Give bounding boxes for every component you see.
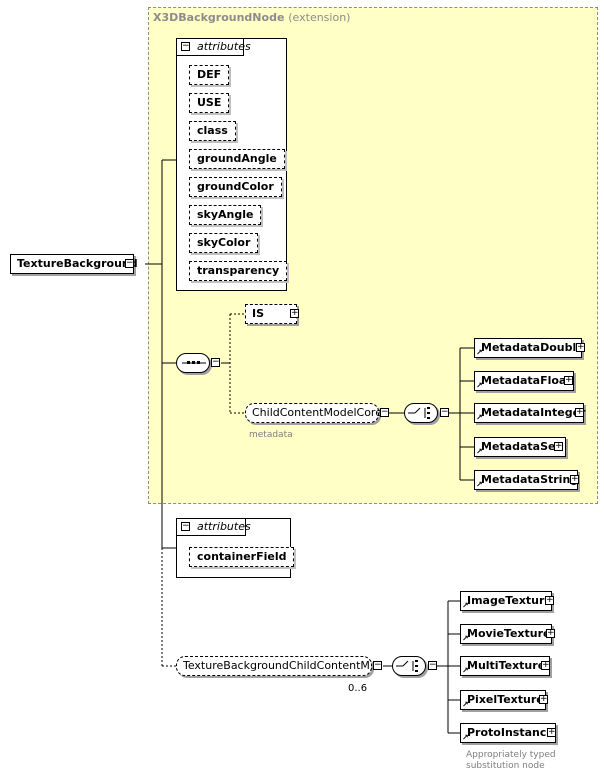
is-node-label: IS [252, 307, 265, 320]
collapse-icon[interactable]: − [211, 357, 220, 367]
choice-label: MovieTexture [467, 627, 551, 640]
attribute-skycolor[interactable]: skyColor [189, 233, 259, 253]
choice-metadatafloat[interactable]: ↗ MetadataFloat [474, 371, 574, 391]
choice-compositor-2[interactable] [392, 656, 426, 676]
root-node[interactable]: TextureBackground [10, 254, 138, 274]
choice-multitexture[interactable]: ↗ MultiTexture [460, 656, 550, 676]
texture-content-label: TextureBackgroundChildContentM... [183, 659, 381, 672]
reference-arrow-icon: ↗ [476, 413, 483, 422]
collapse-icon[interactable]: − [428, 660, 437, 670]
sequence-compositor[interactable] [176, 353, 210, 373]
attribute-transparency[interactable]: transparency [189, 261, 288, 281]
extension-subtitle: (extension) [288, 11, 351, 24]
reference-arrow-icon: ↗ [462, 601, 469, 610]
reference-arrow-icon: ↗ [476, 381, 483, 390]
attributes-header[interactable]: attributes [176, 38, 251, 56]
occurrence-label: 0..6 [348, 683, 368, 694]
choice-compositor-icon [396, 660, 418, 672]
texture-content-group[interactable]: TextureBackgroundChildContentM... [176, 656, 380, 676]
choice-label: MultiTexture [467, 659, 546, 672]
reference-arrow-icon: ↗ [462, 700, 469, 709]
choice-label: MetadataDouble [481, 341, 584, 354]
attribute-label: class [197, 124, 228, 137]
choice-metadatadouble[interactable]: ↗ MetadataDouble [474, 338, 584, 358]
attribute-groundcolor[interactable]: groundColor [189, 177, 282, 197]
extension-name: X3DBackgroundNode [153, 11, 285, 24]
reference-arrow-icon: ↗ [462, 634, 469, 643]
attribute-label: transparency [197, 264, 280, 277]
reference-arrow-icon: ↗ [476, 447, 483, 456]
attribute-groundangle[interactable]: groundAngle [189, 149, 285, 169]
child-content-note: metadata [249, 430, 293, 440]
expand-icon[interactable]: + [554, 441, 563, 451]
choice-label: MetadataString [481, 473, 579, 486]
collapse-icon[interactable]: − [181, 521, 190, 531]
attribute-class[interactable]: class [189, 121, 236, 141]
choice-label: MetadataFloat [481, 374, 572, 387]
choice-imagetexture[interactable]: ↗ ImageTexture [460, 591, 552, 611]
attribute-label: skyColor [197, 236, 251, 249]
choice-metadataset[interactable]: ↗ MetadataSet [474, 437, 566, 457]
choice-label: PixelTexture [467, 693, 544, 706]
reference-arrow-icon: ↗ [462, 666, 469, 675]
child-content-group[interactable]: ChildContentModelCore [245, 403, 382, 423]
attribute-label: groundColor [197, 180, 274, 193]
expand-icon[interactable]: + [541, 660, 550, 670]
expand-icon[interactable]: + [545, 595, 554, 605]
reference-arrow-icon: ↗ [476, 348, 483, 357]
choice-metadatastring[interactable]: ↗ MetadataString [474, 470, 578, 490]
choice-label: ImageTexture [467, 594, 552, 607]
attribute-label: USE [197, 96, 222, 109]
attribute-def[interactable]: DEF [189, 65, 230, 85]
attribute-label: DEF [197, 68, 222, 81]
choice-compositor-icon [408, 407, 430, 419]
choice-compositor[interactable] [404, 403, 438, 423]
attributes-header[interactable]: attributes [176, 518, 251, 536]
reference-arrow-icon: ↗ [476, 480, 483, 489]
choice-movietexture[interactable]: ↗ MovieTexture [460, 624, 552, 644]
sequence-compositor-icon [182, 361, 206, 364]
substitution-note: Appropriately typed substitution node [466, 750, 556, 771]
attribute-containerfield[interactable]: containerField [189, 547, 295, 567]
choice-pixeltexture[interactable]: ↗ PixelTexture [460, 690, 546, 710]
attribute-label: groundAngle [197, 152, 277, 165]
attribute-label: containerField [197, 550, 287, 563]
expand-icon[interactable]: + [564, 375, 573, 385]
choice-metadatainteger[interactable]: ↗ MetadataInteger [474, 403, 586, 423]
choice-label: ProtoInstance [467, 726, 554, 739]
attributes-header-label: attributes [197, 40, 251, 53]
collapse-icon[interactable]: − [125, 258, 134, 268]
attributes-header-label: attributes [197, 520, 251, 533]
attribute-skyangle[interactable]: skyAngle [189, 205, 262, 225]
expand-icon[interactable]: + [290, 308, 299, 318]
attribute-label: skyAngle [197, 208, 254, 221]
choice-protoinstance[interactable]: ↗ ProtoInstance [460, 723, 556, 743]
collapse-icon[interactable]: − [380, 407, 389, 417]
expand-icon[interactable]: + [575, 407, 584, 417]
attribute-use[interactable]: USE [189, 93, 230, 113]
expand-icon[interactable]: + [546, 628, 555, 638]
choice-label: MetadataSet [481, 440, 561, 453]
expand-icon[interactable]: + [576, 342, 585, 352]
choice-label: MetadataInteger [481, 406, 586, 419]
expand-icon[interactable]: + [539, 694, 548, 704]
attributes-group-2: attributes − containerField [176, 518, 295, 578]
root-node-label: TextureBackground [17, 257, 138, 270]
child-content-label: ChildContentModelCore [252, 406, 382, 419]
collapse-icon[interactable]: − [440, 407, 449, 417]
expand-icon[interactable]: + [547, 727, 556, 737]
attributes-group: attributes − DEF USE class groundAngle g… [176, 38, 288, 291]
collapse-icon[interactable]: − [373, 660, 382, 670]
collapse-icon[interactable]: − [181, 41, 190, 51]
expand-icon[interactable]: + [570, 474, 579, 484]
reference-arrow-icon: ↗ [462, 733, 469, 742]
extension-title: X3DBackgroundNode (extension) [153, 11, 350, 24]
